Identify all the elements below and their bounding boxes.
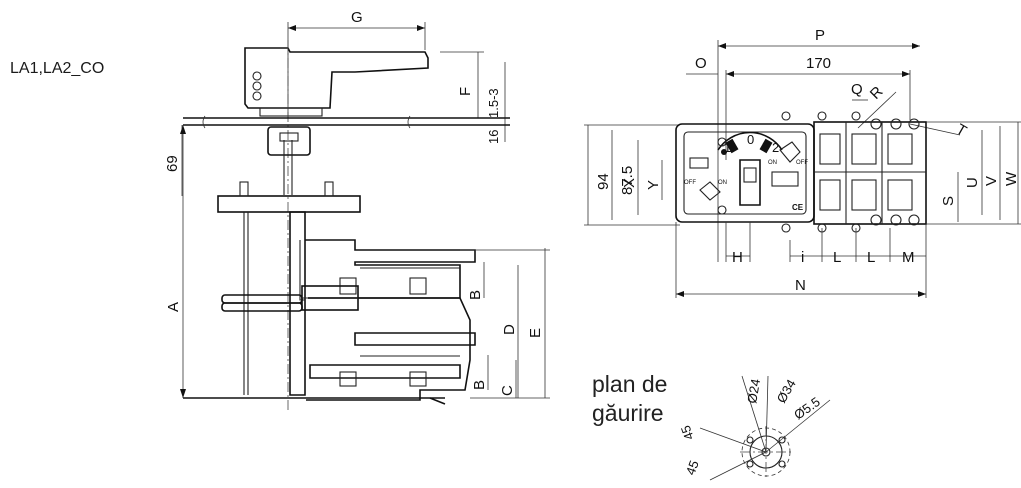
model-label: LA1,LA2_CO xyxy=(10,60,105,77)
side-view: G F 1.5-3 16 xyxy=(164,9,550,410)
dim-170: 170 xyxy=(806,55,831,72)
angle-45b: 45 xyxy=(683,458,702,477)
dim-gap: 1.5-3 xyxy=(486,88,501,118)
dim-M: M xyxy=(902,249,915,266)
dim-69: 69 xyxy=(164,155,181,172)
dim-R: R xyxy=(867,83,887,103)
dim-F: F xyxy=(457,87,474,96)
off-left: OFF xyxy=(684,180,696,186)
pos-2: 2 xyxy=(772,140,779,155)
dim-L1: L xyxy=(833,249,841,266)
ce-mark: CE xyxy=(792,203,804,212)
dim-C: C xyxy=(499,385,516,396)
dim-P: P xyxy=(815,27,825,44)
dim-G: G xyxy=(351,9,363,26)
dim-T: T xyxy=(953,121,969,140)
dim-U: U xyxy=(964,177,981,188)
dim-d34: Ø34 xyxy=(774,377,799,406)
dim-87-5: 87.5 xyxy=(619,166,636,195)
drilling-plan: Ø24 Ø34 Ø5.5 45 45 xyxy=(678,375,831,481)
dim-W: W xyxy=(1003,171,1020,186)
dim-plate: 16 xyxy=(486,130,501,144)
dim-H: H xyxy=(732,249,743,266)
dim-i: i xyxy=(801,249,804,266)
front-view: P O 170 Q R T 94 87.5 X Y xyxy=(584,27,1021,298)
off-right: OFF xyxy=(796,160,808,166)
dim-B-lower: B xyxy=(471,380,488,390)
dim-L2: L xyxy=(867,249,875,266)
dim-A: A xyxy=(165,302,182,312)
dim-B-upper: B xyxy=(467,290,484,300)
dim-d24: Ø24 xyxy=(744,378,763,405)
angle-45a: 45 xyxy=(678,423,697,442)
dim-Y: Y xyxy=(645,180,662,190)
on-right: ON xyxy=(768,160,777,166)
dim-S: S xyxy=(940,196,957,206)
dim-N: N xyxy=(795,277,806,294)
drilling-plan-title-line2: găurire xyxy=(592,400,664,426)
dim-d55: Ø5.5 xyxy=(791,394,823,422)
drilling-plan-title-line1: plan de xyxy=(592,371,668,397)
dim-94: 94 xyxy=(595,173,612,190)
dim-E: E xyxy=(527,328,544,338)
dim-D: D xyxy=(501,324,518,335)
dim-X: X xyxy=(621,178,638,188)
dim-O: O xyxy=(695,55,707,72)
on-left: ON xyxy=(718,180,727,186)
dim-V: V xyxy=(983,176,1000,186)
dim-Q: Q xyxy=(851,81,863,98)
pos-0: 0 xyxy=(747,132,754,147)
pos-1: 1 xyxy=(724,140,731,155)
